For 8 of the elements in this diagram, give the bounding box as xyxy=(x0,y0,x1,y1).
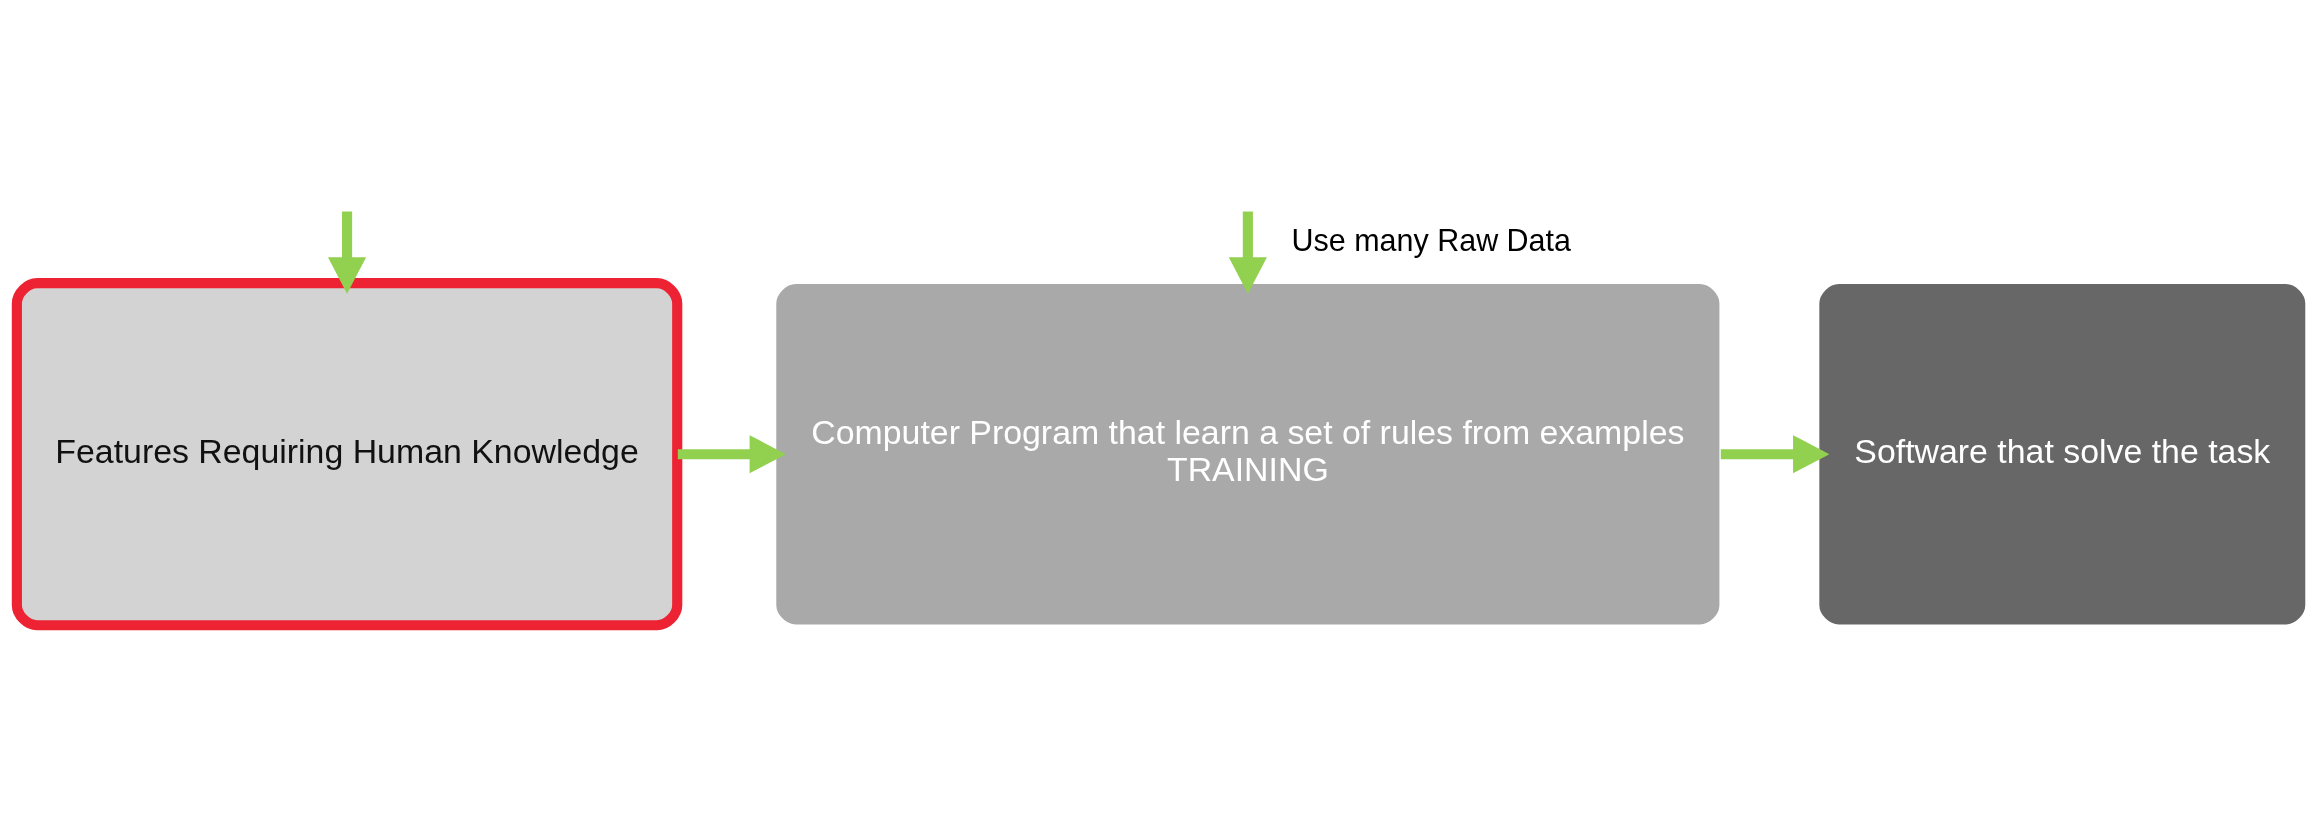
node-box: Features Requiring Human Knowledge xyxy=(11,278,683,631)
arrow xyxy=(1228,211,1267,294)
node-box: Computer Program that learn a set of rules from examples TRAINING xyxy=(774,282,1722,627)
arrow xyxy=(1720,435,1830,474)
node-box: Software that solve the task xyxy=(1817,282,2307,627)
arrow xyxy=(327,211,367,294)
arrow xyxy=(677,435,786,474)
edge-label: Use many Raw Data xyxy=(1291,223,1571,258)
